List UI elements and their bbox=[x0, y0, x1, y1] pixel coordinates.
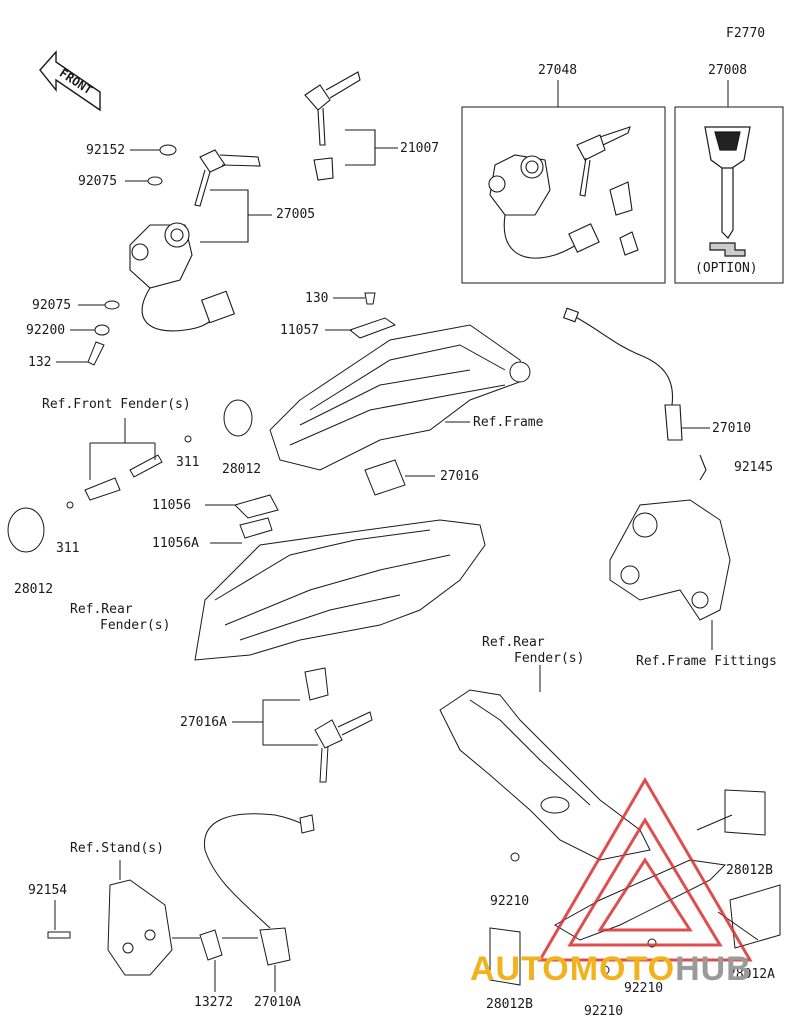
label-28012-bottom: 28012 bbox=[14, 582, 54, 597]
label-28012B-right: 28012B bbox=[726, 863, 773, 878]
label-130: 130 bbox=[305, 291, 329, 306]
watermark-logo-icon bbox=[537, 777, 753, 962]
label-28012A: 28012A bbox=[728, 967, 775, 982]
label-311-bottom: 311 bbox=[56, 541, 80, 556]
label-92145: 92145 bbox=[734, 460, 774, 475]
cable-27010 bbox=[562, 307, 710, 481]
label-92200: 92200 bbox=[26, 323, 66, 338]
label-21007: 21007 bbox=[400, 141, 440, 156]
label-13272: 13272 bbox=[194, 995, 234, 1010]
seat-lock-27016A bbox=[232, 667, 373, 783]
kit-contents-27048 bbox=[488, 126, 639, 259]
label-ref-rear-fender-1b: Fender(s) bbox=[100, 618, 171, 633]
washer-92200 bbox=[94, 324, 110, 336]
label-ref-front-fender: Ref.Front Fender(s) bbox=[42, 397, 191, 412]
label-ref-frame-fittings: Ref.Frame Fittings bbox=[636, 654, 777, 669]
label-92152: 92152 bbox=[86, 143, 126, 158]
label-27010: 27010 bbox=[712, 421, 752, 436]
option-label: (OPTION) bbox=[695, 261, 758, 276]
key-blank-27008 bbox=[704, 126, 751, 257]
screw-132 bbox=[87, 341, 105, 366]
label-27005: 27005 bbox=[276, 207, 316, 222]
kit-box-27008 bbox=[674, 106, 784, 284]
label-27048: 27048 bbox=[538, 63, 578, 78]
label-311-top: 311 bbox=[176, 455, 200, 470]
label-132: 132 bbox=[28, 355, 52, 370]
label-11057: 11057 bbox=[280, 323, 320, 338]
label-27010A: 27010A bbox=[254, 995, 301, 1010]
label-92210-bottom: 92210 bbox=[584, 1004, 624, 1019]
kit-box-27048 bbox=[461, 106, 666, 284]
label-11056A: 11056A bbox=[152, 536, 199, 551]
label-92075-bottom: 92075 bbox=[32, 298, 72, 313]
label-27016: 27016 bbox=[440, 469, 480, 484]
label-27008: 27008 bbox=[708, 63, 748, 78]
label-11056: 11056 bbox=[152, 498, 192, 513]
figure-code: F2770 bbox=[726, 26, 766, 41]
ignition-switch-27005 bbox=[129, 149, 272, 332]
label-ref-rear-fender-2a: Ref.Rear bbox=[482, 635, 545, 650]
label-ref-stand: Ref.Stand(s) bbox=[70, 841, 164, 856]
frame-fitting-right bbox=[609, 499, 731, 650]
label-ref-frame: Ref.Frame bbox=[473, 415, 544, 430]
frame-assembly bbox=[269, 292, 531, 496]
label-92154: 92154 bbox=[28, 883, 68, 898]
label-92210-middle: 92210 bbox=[624, 981, 664, 996]
washer-92075-top bbox=[147, 176, 163, 186]
side-stand-switch bbox=[47, 813, 315, 992]
label-28012B-left: 28012B bbox=[486, 997, 533, 1012]
front-arrow-icon: FRONT bbox=[39, 50, 101, 112]
label-27016A: 27016A bbox=[180, 715, 227, 730]
rear-fender bbox=[194, 494, 486, 661]
label-92210-left: 92210 bbox=[490, 894, 530, 909]
label-28012-top: 28012 bbox=[222, 462, 262, 477]
watermark-text-part1: AUTOMOTO bbox=[470, 950, 676, 988]
label-ref-rear-fender-1a: Ref.Rear bbox=[70, 602, 133, 617]
keys-21007 bbox=[304, 71, 398, 181]
washer-92152 bbox=[159, 144, 177, 156]
watermark-text-part2: HUB bbox=[675, 950, 752, 988]
washer-92075-bottom bbox=[104, 300, 120, 310]
watermark-text: AUTOMOTOHUB bbox=[470, 950, 752, 989]
label-ref-rear-fender-2b: Fender(s) bbox=[514, 651, 585, 666]
reflector-front-assembly bbox=[7, 399, 253, 553]
label-92075-top: 92075 bbox=[78, 174, 118, 189]
